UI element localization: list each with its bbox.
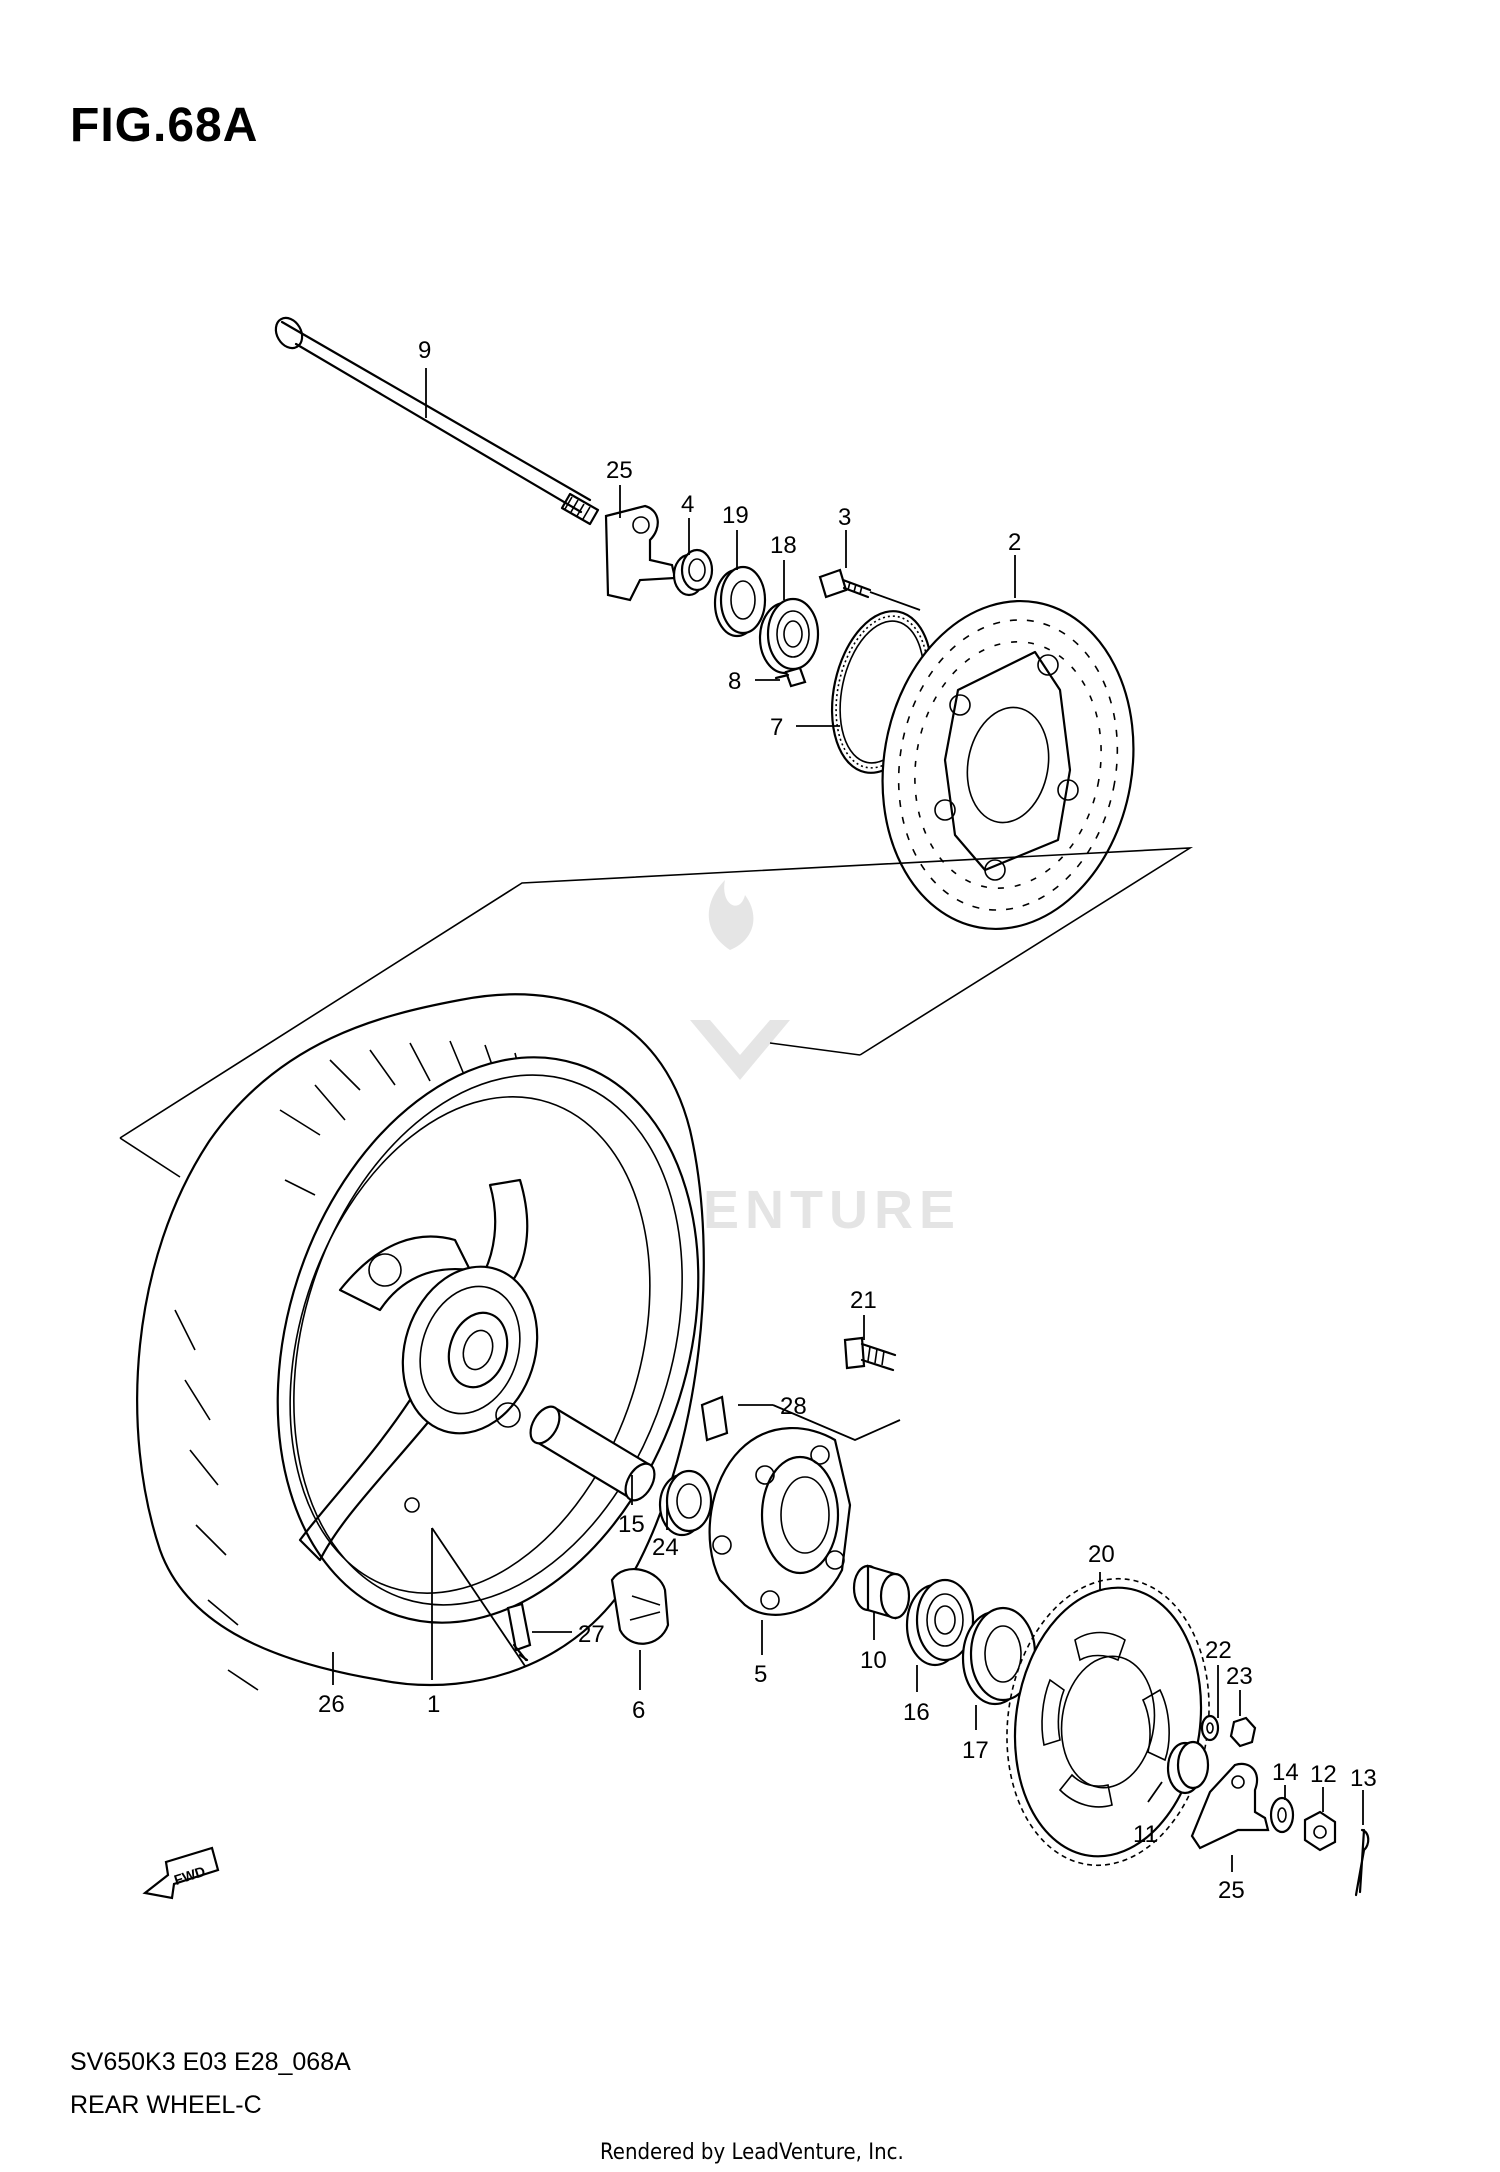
callout-20: 20 xyxy=(1088,1541,1115,1568)
callout-11: 11 xyxy=(1133,1821,1158,1848)
chain-adjuster-upper-part-25[interactable] xyxy=(604,504,677,602)
bearing-part-24[interactable] xyxy=(658,1469,713,1537)
callout-10: 10 xyxy=(860,1647,887,1674)
chain-adjuster-lower-part-25[interactable] xyxy=(1190,1762,1270,1850)
oil-seal-part-17[interactable] xyxy=(961,1606,1037,1706)
callout-4: 4 xyxy=(681,491,694,518)
callout-17: 17 xyxy=(962,1737,989,1764)
nut-part-23[interactable] xyxy=(1229,1716,1257,1748)
rear-sprocket-part-20[interactable] xyxy=(989,1565,1227,1878)
leader-lines xyxy=(332,368,1364,1872)
figure-title: FIG.68A xyxy=(70,99,259,152)
diagram-name: REAR WHEEL-C xyxy=(70,2091,262,2119)
callout-15: 15 xyxy=(618,1511,645,1538)
sprocket-mount-part-5[interactable] xyxy=(708,1426,852,1616)
assembly-plane-lines xyxy=(119,847,1194,1178)
callout-13: 13 xyxy=(1350,1765,1377,1792)
callout-6: 6 xyxy=(632,1697,645,1724)
washer-part-14[interactable] xyxy=(1269,1796,1295,1834)
rendered-by-credit: Rendered by LeadVenture, Inc. xyxy=(600,2140,904,2165)
callout-21: 21 xyxy=(850,1287,877,1314)
collar-part-11[interactable] xyxy=(1166,1740,1210,1795)
callout-26: 26 xyxy=(318,1691,345,1718)
bolt-part-21[interactable] xyxy=(843,1336,897,1372)
callout-16: 16 xyxy=(903,1699,930,1726)
watermark-flame-icon xyxy=(708,880,754,950)
axle-nut-part-12[interactable] xyxy=(1303,1810,1337,1852)
callout-numbers: 1 2 3 4 5 6 7 8 9 10 11 12 13 14 15 16 1… xyxy=(318,337,1377,1904)
disc-bolt-part-3[interactable] xyxy=(818,568,921,611)
callout-5: 5 xyxy=(754,1661,767,1688)
axle-part-9[interactable] xyxy=(271,313,600,526)
callout-12: 12 xyxy=(1310,1761,1337,1788)
diagram-code: SV650K3 E03 E28_068A xyxy=(70,2048,351,2076)
callout-25-lower: 25 xyxy=(1218,1877,1245,1904)
callout-27: 27 xyxy=(578,1621,605,1648)
callout-9: 9 xyxy=(418,337,431,364)
spacer-part-4[interactable] xyxy=(672,548,714,597)
callout-25-upper: 25 xyxy=(606,457,633,484)
fwd-arrow-icon: FWD xyxy=(142,1846,220,1900)
callout-1: 1 xyxy=(427,1691,440,1718)
screw-part-8[interactable] xyxy=(774,666,807,688)
callout-19: 19 xyxy=(722,502,749,529)
callout-7: 7 xyxy=(770,714,783,741)
callout-14: 14 xyxy=(1272,1759,1299,1786)
callout-24: 24 xyxy=(652,1534,679,1561)
callout-2: 2 xyxy=(1008,529,1021,556)
brake-disc-part-2[interactable] xyxy=(857,581,1159,949)
callout-22: 22 xyxy=(1205,1637,1232,1664)
bearing-part-18[interactable] xyxy=(758,597,820,675)
callout-3: 3 xyxy=(838,504,851,531)
rear-wheel-part-1[interactable] xyxy=(136,993,768,1691)
valve-part-27[interactable] xyxy=(506,1602,532,1662)
spacer-part-10[interactable] xyxy=(852,1564,911,1620)
callout-28: 28 xyxy=(780,1393,807,1420)
oil-seal-part-19[interactable] xyxy=(713,565,767,638)
watermark-v-icon xyxy=(690,1020,790,1080)
cotter-pin-part-13[interactable] xyxy=(1354,1828,1370,1897)
washer-part-22[interactable] xyxy=(1200,1714,1220,1742)
callout-18: 18 xyxy=(770,532,797,559)
bearing-part-16[interactable] xyxy=(905,1578,975,1667)
cush-rubber-part-6[interactable] xyxy=(610,1568,670,1645)
callout-8: 8 xyxy=(728,668,741,695)
damper-part-28[interactable] xyxy=(700,1395,729,1442)
callout-23: 23 xyxy=(1226,1663,1253,1690)
